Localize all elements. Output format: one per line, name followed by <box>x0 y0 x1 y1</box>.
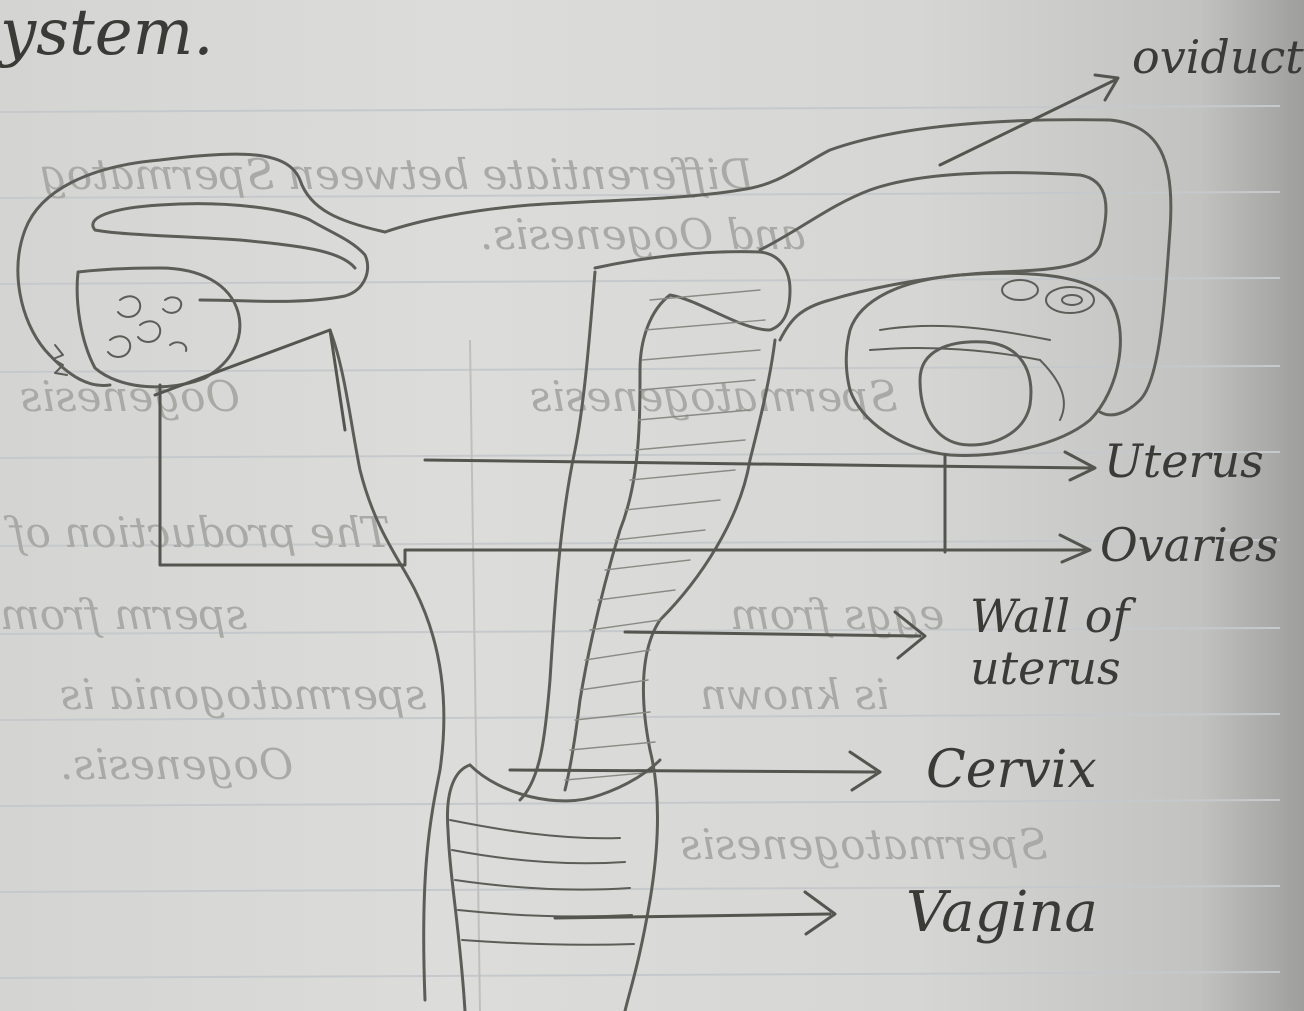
left-ovary <box>77 268 240 387</box>
right-oviduct-inner <box>760 173 1106 340</box>
uterus-shading <box>565 290 765 780</box>
label-uterus: Uterus <box>1104 434 1264 488</box>
uterine-cavity <box>565 252 790 790</box>
page-title-fragment: ystem. <box>0 0 214 70</box>
right-ovary-follicle-large <box>920 342 1031 445</box>
label-oviduct: oviduct <box>1132 30 1304 84</box>
left-oviduct-outline <box>18 154 385 385</box>
vaginal-rugae <box>450 820 634 945</box>
uterus-inner-left <box>520 272 595 800</box>
wall-pointer <box>625 632 920 636</box>
uterus-right-wall <box>330 330 444 1000</box>
left-oviduct-inner <box>93 204 368 302</box>
right-ovary <box>846 273 1120 455</box>
uterus-pointer <box>425 460 1090 468</box>
right-ovary-follicles <box>870 280 1094 420</box>
label-vagina: Vagina <box>906 880 1098 945</box>
left-ovary-follicles <box>108 296 186 357</box>
label-ovaries: Ovaries <box>1100 518 1279 572</box>
label-cervix: Cervix <box>926 740 1097 800</box>
label-pointers <box>155 75 1118 934</box>
label-wall-of-uterus: Wall of uterus <box>970 590 1210 694</box>
uterus-inner-right <box>625 340 775 1011</box>
cervix-pointer <box>510 770 875 772</box>
vagina-pointer <box>555 914 830 918</box>
cervix-outline <box>447 765 470 1011</box>
